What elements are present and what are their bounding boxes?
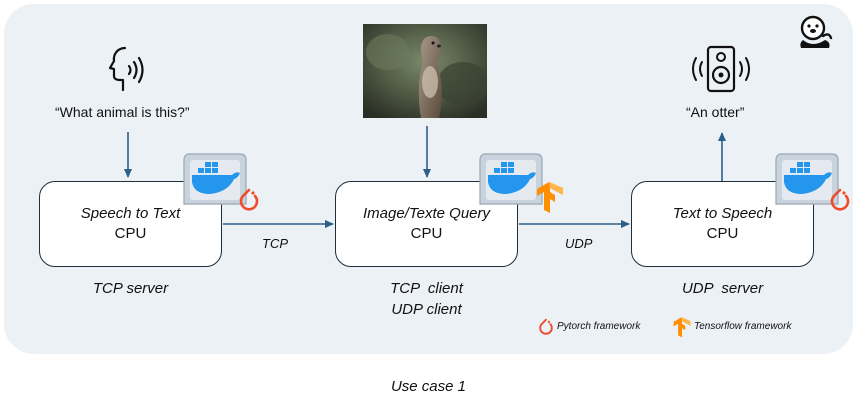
node-cpu-label: CPU — [706, 225, 739, 242]
otter-photo — [363, 24, 487, 118]
node-title: Text to Speech — [672, 205, 773, 222]
legend-pytorch-icon — [539, 318, 553, 335]
figure-caption: Use case 1 — [390, 378, 467, 395]
legend-tensorflow-label: Tensorflow framework — [694, 321, 792, 332]
input-quote: “What animal is this?” — [55, 104, 190, 120]
output-quote: “An otter” — [686, 104, 745, 120]
pytorch-icon — [830, 188, 850, 211]
node-role-label: TCP server — [92, 280, 169, 297]
docker-icon — [479, 153, 543, 205]
otter-logo-icon — [800, 15, 833, 48]
node-title: Image/Texte Query — [362, 205, 490, 222]
node-title: Speech to Text — [80, 205, 181, 222]
udp-edge-label: UDP — [565, 236, 593, 251]
tcp-edge-label: TCP — [262, 236, 288, 251]
pytorch-icon — [239, 188, 259, 211]
tensorflow-icon — [537, 182, 563, 213]
node-role-label: TCP client UDP client — [390, 280, 463, 318]
speaking-head-icon — [108, 46, 144, 92]
legend-tensorflow-icon — [673, 317, 691, 338]
node-cpu-label: CPU — [410, 225, 443, 242]
docker-icon — [775, 153, 839, 205]
docker-icon — [183, 153, 247, 205]
speaker-icon — [692, 45, 750, 93]
legend-pytorch-label: Pytorch framework — [557, 321, 641, 332]
node-cpu-label: CPU — [114, 225, 147, 242]
node-role-label: UDP server — [681, 280, 764, 297]
